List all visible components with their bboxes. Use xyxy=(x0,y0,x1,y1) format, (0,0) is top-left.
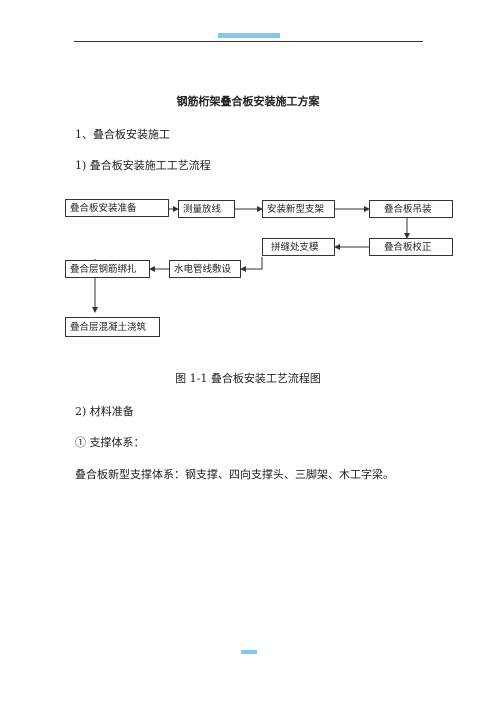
arrow-joint-plumbing xyxy=(240,257,263,272)
flow-step-joint: 拼缝处支模 xyxy=(262,238,335,256)
flow-step-survey: 测量放线 xyxy=(178,200,235,218)
flow-step-support: 安装新型支架 xyxy=(262,200,335,218)
flow-step-concrete: 叠合层混凝土浇筑 xyxy=(65,317,160,337)
flow-step-correct: 叠合板校正 xyxy=(369,238,453,256)
header-link[interactable] xyxy=(218,33,280,40)
flow-step-prep: 叠合板安装准备 xyxy=(65,199,169,217)
subsection-heading: 1) 叠合板安装施工工艺流程 xyxy=(75,159,211,172)
footer-link[interactable] xyxy=(241,650,257,654)
flow-step-plumbing: 水电管线敷设 xyxy=(169,260,241,278)
flow-step-hoist: 叠合板吊装 xyxy=(369,200,453,218)
subsection-heading-2: 2) 材料准备 xyxy=(75,405,134,418)
figure-caption: 图 1-1 叠合板安装工艺流程图 xyxy=(175,372,321,385)
document-title: 钢筋桁架叠合板安装施工方案 xyxy=(176,95,320,108)
flow-step-rebar: 叠合层钢筋绑扎 xyxy=(65,260,150,278)
list-item: ① 支撑体系： xyxy=(75,436,145,449)
body-paragraph: 叠合板新型支撑体系：钢支撑、四向支撑头、三脚架、木工字梁。 xyxy=(75,468,394,481)
section-heading: 1、叠合板安装施工 xyxy=(75,128,170,141)
header-rule xyxy=(74,41,423,42)
